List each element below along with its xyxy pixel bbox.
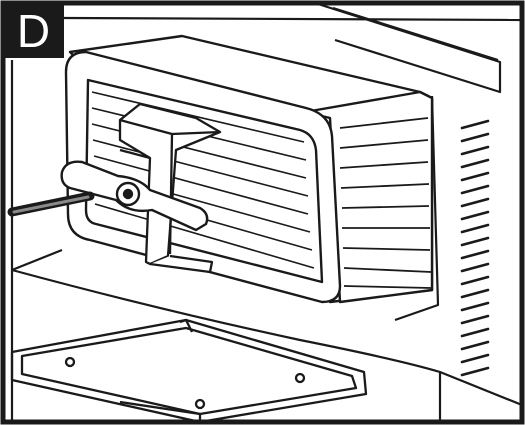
panel-label: D <box>16 4 51 57</box>
handle-icon <box>60 160 209 232</box>
panel-label-badge: D <box>3 3 64 58</box>
lid-icon <box>10 318 368 424</box>
mounting-bracket <box>118 102 222 274</box>
module-ribs <box>339 117 432 289</box>
cable <box>7 191 95 217</box>
appliance-body <box>10 2 523 422</box>
vent-grille <box>460 119 490 377</box>
